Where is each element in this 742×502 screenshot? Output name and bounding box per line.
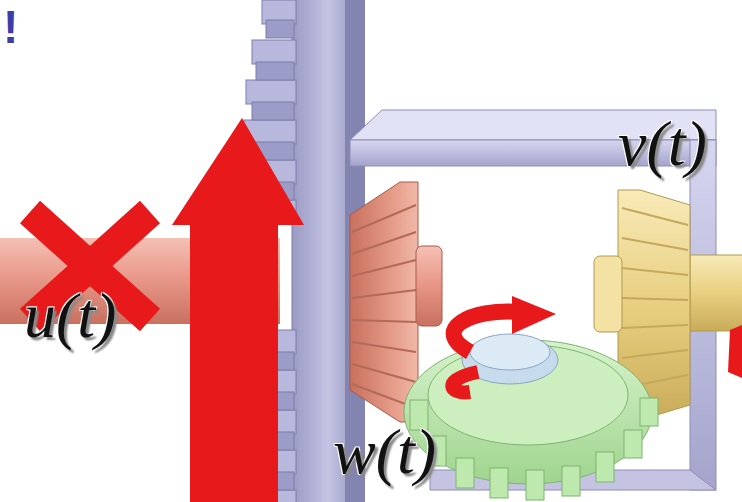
signal-label: w(t): [333, 420, 436, 484]
signal-label: v(t): [618, 112, 707, 176]
signal-label: u(t): [24, 284, 116, 348]
output-shaft: [690, 255, 742, 331]
spider-gear: [404, 334, 658, 500]
rotation-arrow: [452, 296, 556, 392]
output-arrow: [728, 325, 742, 378]
alert-mark: !: [3, 4, 18, 50]
torque-arrow: [172, 118, 304, 502]
